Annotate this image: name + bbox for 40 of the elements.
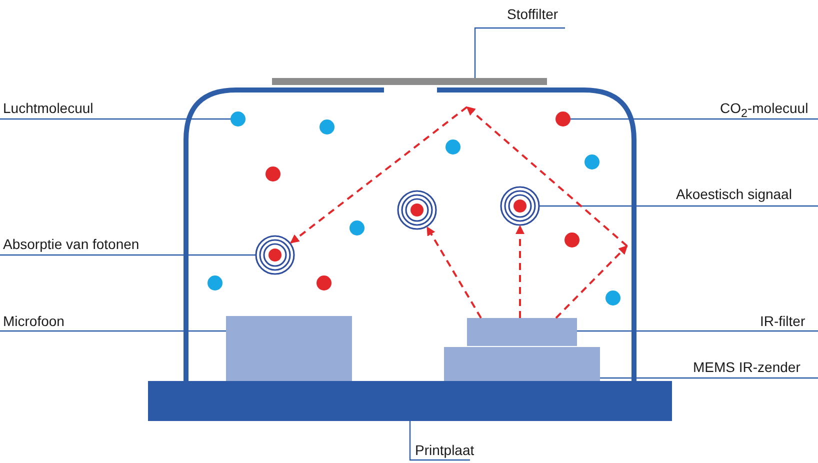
callout-label: CO$_{2}$-molecuul [720, 100, 808, 122]
ir-emitter-block [444, 347, 600, 381]
callout-label: Luchtmolecuul [3, 100, 94, 117]
leader-line [409, 421, 470, 461]
dust-filter-bar [272, 78, 547, 85]
callout-label: Printplaat [415, 442, 474, 459]
light-ray-arrow [516, 225, 524, 318]
light-ray-arrow [290, 106, 628, 319]
leader-line [577, 330, 818, 332]
leader-line [600, 377, 818, 379]
air-molecule-dot [584, 154, 600, 170]
callout-label: Microfoon [3, 313, 64, 330]
leader-line [570, 118, 818, 120]
callout-label: IR-filter [760, 313, 806, 330]
co2-molecule-dot [316, 276, 332, 290]
sound-wave-icon [255, 235, 295, 275]
air-molecule-dot [606, 290, 620, 306]
air-molecule-dot [208, 276, 222, 290]
sound-wave-icon [397, 190, 437, 230]
co2-molecule-dot [266, 166, 280, 182]
leader-line [0, 254, 256, 256]
leader-line [539, 205, 818, 207]
ir-filter-block [467, 318, 577, 346]
leader-line [474, 27, 565, 78]
leader-line [0, 330, 226, 332]
callout-label: Absorptie van fotonen [3, 236, 140, 253]
co2-molecule-dot [564, 232, 580, 248]
microphone-block [226, 316, 352, 381]
air-molecule-dot [230, 112, 246, 126]
air-molecule-dot [350, 220, 364, 236]
air-molecule-dot [320, 120, 334, 134]
callout-label: MEMS IR-zender [693, 359, 800, 376]
callout-label: Stoffilter [507, 6, 558, 23]
sound-wave-icon [500, 186, 540, 226]
callout-label: Akoestisch signaal [676, 186, 792, 203]
air-molecule-dot [446, 140, 460, 154]
circuit-board [148, 381, 672, 421]
light-ray-arrow [426, 226, 482, 319]
leader-line [0, 118, 231, 120]
co2-molecule-dot [556, 112, 570, 126]
